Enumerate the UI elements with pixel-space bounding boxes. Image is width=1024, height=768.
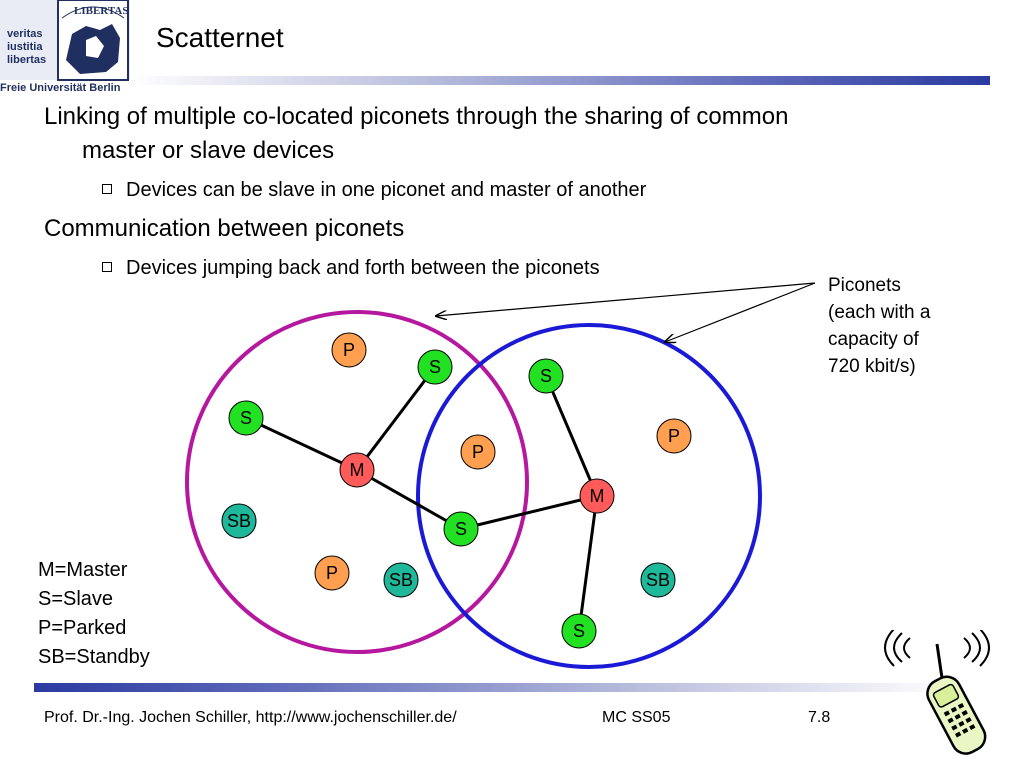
footer-page-number: 7.8 (808, 709, 831, 726)
node-p1-circle (331, 332, 367, 368)
node-sb2-label: SB (389, 570, 413, 590)
node-s3-label: S (540, 366, 552, 386)
annotation-arrow-right (665, 282, 816, 342)
node-sb1-circle (221, 503, 257, 539)
node-s3: S (528, 358, 564, 394)
mobile-phone-icon (884, 630, 990, 755)
node-p3-circle (314, 555, 350, 591)
node-m2-label: M (590, 486, 605, 506)
title-divider-bar (130, 76, 990, 85)
square-bullet-icon (102, 184, 112, 194)
footer-author: Prof. Dr.-Ing. Jochen Schiller, http://w… (44, 709, 457, 726)
node-s4-circle (443, 511, 479, 547)
legend-parked: P=Parked (38, 617, 127, 639)
link-m1-s2 (245, 416, 358, 472)
sub-bullet-1: Devices can be slave in one piconet and … (102, 178, 646, 202)
sub-bullet-2: Devices jumping back and forth between t… (102, 256, 600, 280)
node-sb2-circle (383, 562, 419, 598)
link-m1-s4 (356, 468, 462, 531)
node-s4: S (443, 511, 479, 547)
logo-motto: veritas iustitia libertas (7, 28, 47, 66)
node-s1-circle (417, 349, 453, 385)
university-name: Freie Universität Berlin (0, 82, 121, 94)
node-sb3: SB (640, 562, 676, 598)
node-p1: P (331, 332, 367, 368)
legend-slave: S=Slave (38, 588, 114, 610)
link-m2-s3 (544, 375, 599, 497)
node-m1-label: M (350, 460, 365, 480)
link-m1-s1 (355, 366, 437, 471)
piconet-annotation: Piconets (each with a capacity of 720 kb… (828, 275, 931, 377)
node-p4-circle (656, 418, 692, 454)
node-p3: P (314, 555, 350, 591)
node-s5-label: S (573, 621, 585, 641)
node-s3-circle (528, 358, 564, 394)
legend-master: M=Master (38, 559, 128, 581)
node-p2-circle (460, 434, 496, 470)
university-logo: LIBERTAS veritas iustitia libertas Freie… (0, 0, 130, 96)
node-s5: S (561, 613, 597, 649)
university-seal-icon: LIBERTAS (0, 0, 130, 81)
legend: M=Master S=Slave P=Parked SB=Standby (38, 556, 150, 672)
footer-divider-bar (34, 683, 954, 692)
node-sb3-label: SB (646, 570, 670, 590)
footer-course: MC SS05 (602, 709, 671, 726)
node-p3-label: P (326, 563, 338, 583)
node-m1: M (339, 452, 375, 488)
node-s4-label: S (455, 519, 467, 539)
annotation-arrow-left (436, 282, 816, 316)
node-sb3-circle (640, 562, 676, 598)
node-s2-label: S (240, 408, 252, 428)
legend-standby: SB=Standby (38, 646, 150, 668)
node-s1: S (417, 349, 453, 385)
link-m2-s4 (460, 494, 598, 531)
piconet-right-circle (416, 323, 762, 669)
node-m2: M (579, 478, 615, 514)
node-m1-circle (339, 452, 375, 488)
node-p4: P (656, 418, 692, 454)
node-sb1: SB (221, 503, 257, 539)
bullet-1-line-1: Linking of multiple co-located piconets … (44, 103, 789, 130)
seal-text: LIBERTAS (74, 5, 128, 17)
piconet-left-circle (185, 310, 529, 654)
slide-title: Scatternet (156, 22, 284, 53)
square-bullet-icon (102, 262, 112, 272)
link-m2-s5 (577, 495, 599, 632)
node-sb2: SB (383, 562, 419, 598)
bullet-1-line-2: master or slave devices (82, 137, 335, 164)
bullet-2: Communication between piconets (44, 215, 405, 242)
node-s2-circle (228, 400, 264, 436)
node-s2: S (228, 400, 264, 436)
node-p2-label: P (472, 442, 484, 462)
node-s5-circle (561, 613, 597, 649)
node-p4-label: P (668, 426, 680, 446)
node-sb1-label: SB (227, 511, 251, 531)
node-m2-circle (579, 478, 615, 514)
node-s1-label: S (429, 357, 441, 377)
node-p2: P (460, 434, 496, 470)
node-p1-label: P (343, 340, 355, 360)
